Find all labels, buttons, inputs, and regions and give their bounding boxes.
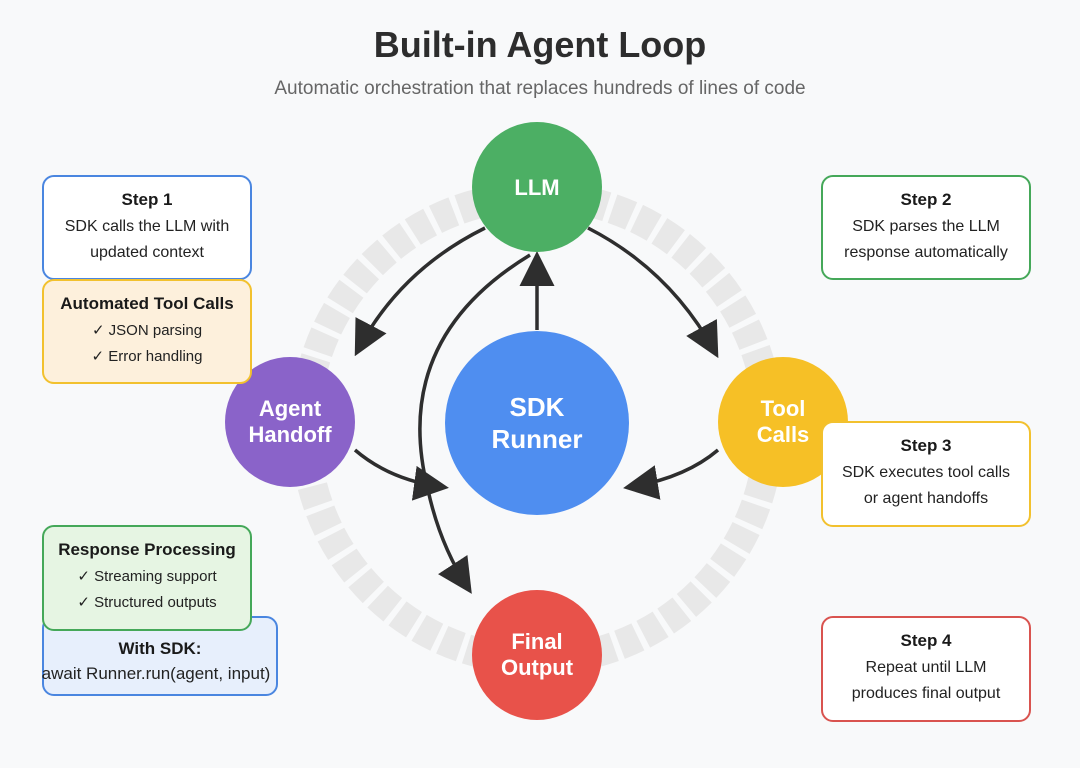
page-title: Built-in Agent Loop bbox=[373, 24, 707, 65]
arrow-agent-handoff-to-sdk bbox=[353, 448, 449, 501]
step-4-line-1: Repeat until LLM bbox=[865, 659, 987, 676]
arrow-tool-calls-to-sdk bbox=[623, 448, 720, 500]
automated-tool-calls-item: ✓ JSON parsing bbox=[91, 321, 203, 339]
automated-tool-calls-card: Automated Tool Calls ✓ JSON parsing ✓ Er… bbox=[42, 279, 252, 384]
node-final-output-label-2: Output bbox=[501, 655, 574, 680]
arrow-llm-to-agent-handoff bbox=[354, 226, 486, 357]
step-2-card: Step 2 SDK parses the LLM response autom… bbox=[821, 175, 1031, 280]
node-final-output: Final Output bbox=[472, 590, 602, 720]
step-4-line-2: produces final output bbox=[851, 685, 1001, 702]
response-processing-card: Response Processing ✓ Streaming support … bbox=[42, 525, 252, 631]
step-1-line-2: updated context bbox=[90, 243, 204, 261]
node-tool-calls-label-2: Calls bbox=[757, 422, 810, 447]
arrow-llm-to-tool-calls bbox=[587, 226, 719, 359]
response-processing-title: Response Processing bbox=[58, 540, 236, 559]
arrow-llm-to-final-output bbox=[418, 253, 531, 594]
node-final-output-label-1: Final bbox=[511, 629, 562, 654]
node-llm-label: LLM bbox=[514, 175, 559, 200]
step-1-line-1: SDK calls the LLM with bbox=[64, 217, 230, 235]
node-llm: LLM bbox=[472, 122, 602, 252]
response-processing-item: ✓ Streaming support bbox=[77, 568, 217, 585]
step-3-card: Step 3 SDK executes tool calls or agent … bbox=[821, 421, 1031, 527]
node-agent-handoff-label-1: Agent bbox=[259, 396, 322, 421]
step-4-title: Step 4 bbox=[900, 631, 952, 650]
node-sdk-runner: SDK Runner bbox=[445, 331, 629, 515]
node-sdk-runner-label-2: Runner bbox=[492, 424, 583, 454]
step-3-line-1: SDK executes tool calls bbox=[841, 464, 1011, 481]
response-processing-item: ✓ Structured outputs bbox=[77, 594, 217, 611]
node-agent-handoff-label-2: Handoff bbox=[248, 422, 332, 447]
step-2-line-1: SDK parses the LLM bbox=[852, 217, 1000, 235]
node-sdk-runner-label-1: SDK bbox=[510, 392, 565, 422]
step-1-card: Step 1 SDK calls the LLM with updated co… bbox=[42, 175, 252, 280]
step-2-line-2: response automatically bbox=[844, 243, 1008, 261]
automated-tool-calls-title: Automated Tool Calls bbox=[60, 293, 234, 313]
with-sdk-code: await Runner.run(agent, input) bbox=[41, 664, 271, 683]
step-2-title: Step 2 bbox=[900, 189, 952, 209]
step-3-line-2: or agent handoffs bbox=[863, 490, 989, 507]
step-3-title: Step 3 bbox=[900, 436, 952, 455]
node-agent-handoff: Agent Handoff bbox=[225, 357, 355, 487]
step-1-title: Step 1 bbox=[121, 189, 173, 209]
node-tool-calls: Tool Calls bbox=[718, 357, 848, 487]
page-subtitle: Automatic orchestration that replaces hu… bbox=[274, 78, 806, 99]
automated-tool-calls-item: ✓ Error handling bbox=[91, 347, 203, 365]
step-4-card: Step 4 Repeat until LLM produces final o… bbox=[821, 616, 1031, 722]
node-tool-calls-label-1: Tool bbox=[761, 396, 806, 421]
with-sdk-title: With SDK: bbox=[118, 639, 202, 658]
